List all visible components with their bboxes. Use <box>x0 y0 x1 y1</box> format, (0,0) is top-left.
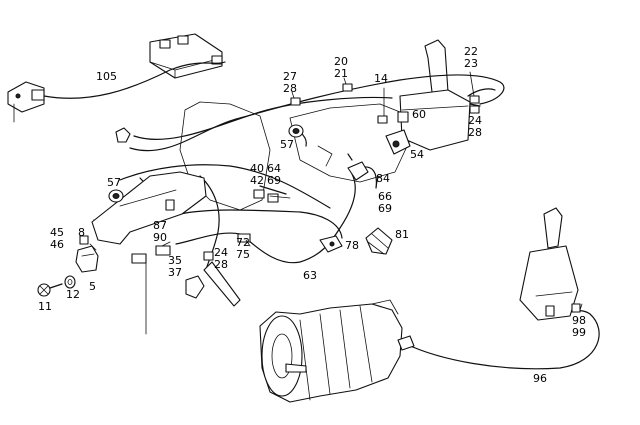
wire-105 <box>43 61 226 99</box>
callout-57-lower: 57 <box>107 176 121 189</box>
gear-selector-lower <box>519 207 581 321</box>
washer-12 <box>64 275 76 289</box>
callout-35: 35 <box>168 254 182 267</box>
connector-78 <box>319 235 343 253</box>
left-bracket-connector <box>7 81 45 123</box>
callout-24-lower: 24 <box>214 246 228 259</box>
callout-12: 12 <box>66 288 80 301</box>
callout-98: 98 <box>572 314 586 327</box>
connector-22-23 <box>469 95 480 104</box>
callout-21: 21 <box>334 67 348 80</box>
callout-66: 66 <box>378 190 392 203</box>
connector-24-28-upper <box>469 105 480 114</box>
connector-20-21 <box>342 83 353 92</box>
callout-96: 96 <box>533 372 547 385</box>
callout-28-right: 28 <box>468 126 482 139</box>
connector-8 <box>75 235 99 273</box>
callout-45: 45 <box>50 226 64 239</box>
cable-fitting-96 <box>397 335 415 351</box>
callout-75: 75 <box>236 248 250 261</box>
callout-8: 8 <box>78 226 85 239</box>
callout-60: 60 <box>412 108 426 121</box>
callout-14: 14 <box>374 72 388 85</box>
callout-28-lower: 28 <box>214 258 228 271</box>
callout-11: 11 <box>38 300 52 313</box>
transmission-assembly <box>259 299 403 403</box>
gear-selector-upper <box>397 39 471 151</box>
cover-35-37 <box>185 275 205 299</box>
bolt-11 <box>37 283 63 297</box>
leader-lines <box>89 71 583 311</box>
left-housing-bracket <box>91 171 207 245</box>
callout-20: 20 <box>334 55 348 68</box>
callout-69-upper: 69 <box>267 174 281 187</box>
callout-28-upper: 28 <box>283 82 297 95</box>
callout-42: 42 <box>250 174 264 187</box>
callout-84: 84 <box>376 172 390 185</box>
callout-5: 5 <box>89 280 96 293</box>
callout-57-upper: 57 <box>280 138 294 151</box>
callout-40: 40 <box>250 162 264 175</box>
connector-14 <box>377 115 388 124</box>
callout-24-upper: 24 <box>468 114 482 127</box>
shift-cable-96 <box>405 310 600 370</box>
bracket-24-28-lower <box>203 251 241 307</box>
sensor-84 <box>347 153 369 181</box>
connector-40-42 <box>253 189 279 203</box>
callout-22: 22 <box>464 45 478 58</box>
callout-27: 27 <box>283 70 297 83</box>
callout-64: 64 <box>267 162 281 175</box>
callout-72: 72 <box>236 236 250 249</box>
control-unit-bracket <box>149 33 223 79</box>
callout-54: 54 <box>410 148 424 161</box>
callout-81: 81 <box>395 228 409 241</box>
switch-54 <box>385 129 411 155</box>
connector-27-28 <box>290 97 301 106</box>
connector-87-90 <box>131 245 171 264</box>
callout-37: 37 <box>168 266 182 279</box>
callout-23: 23 <box>464 57 478 70</box>
connector-72-75 <box>237 233 251 243</box>
transmission-housing-outline <box>179 101 411 211</box>
plug-81 <box>365 227 393 255</box>
callout-69-lower: 69 <box>378 202 392 215</box>
callout-87: 87 <box>153 219 167 232</box>
callout-78: 78 <box>345 239 359 252</box>
callout-63: 63 <box>303 269 317 282</box>
callout-46: 46 <box>50 238 64 251</box>
callout-105: 105 <box>96 70 117 83</box>
grommet-57-upper <box>288 124 304 138</box>
callout-90: 90 <box>153 231 167 244</box>
callout-99: 99 <box>572 326 586 339</box>
callout-labels: 105 27 28 20 21 14 22 23 60 24 28 57 54 … <box>38 45 586 385</box>
clip-upper-left <box>115 127 131 143</box>
